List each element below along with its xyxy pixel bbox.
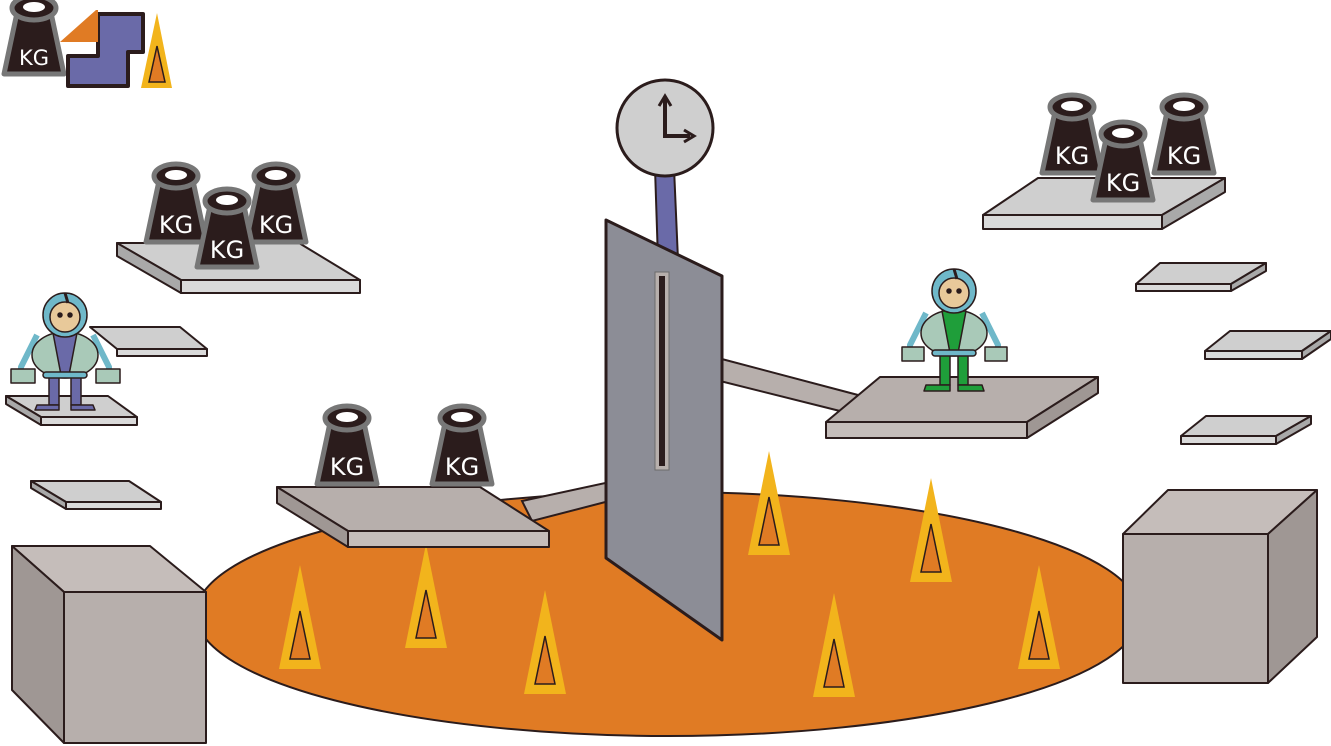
svg-text:KG: KG	[210, 236, 244, 264]
right-crate	[1122, 489, 1318, 684]
weight-kg[interactable]: KG	[1093, 122, 1153, 200]
balance-pan-right	[825, 376, 1099, 439]
weight-kg[interactable]: KG	[146, 164, 206, 242]
legend: KG	[4, 0, 172, 88]
weight-kg[interactable]: KG	[197, 189, 257, 267]
left-crate	[11, 545, 207, 744]
weight-kg[interactable]: KG	[1042, 95, 1102, 173]
svg-text:KG: KG	[1055, 142, 1089, 170]
center-board	[604, 218, 724, 642]
svg-text:KG: KG	[159, 211, 193, 239]
weight-kg[interactable]: KG	[246, 164, 306, 242]
step-platform	[89, 326, 208, 357]
balance-arm-right	[714, 356, 860, 416]
balance-pan-left	[276, 486, 550, 548]
svg-text:KG: KG	[1106, 169, 1140, 197]
weight-kg[interactable]: KG	[432, 406, 492, 484]
svg-text:KG: KG	[330, 453, 364, 481]
svg-text:KG: KG	[259, 211, 293, 239]
svg-text:KG: KG	[445, 453, 479, 481]
svg-text:KG: KG	[1167, 142, 1201, 170]
legend-weight-icon: KG	[4, 0, 64, 74]
clock	[615, 78, 715, 261]
step-platform	[1180, 415, 1312, 445]
step-platform	[1204, 330, 1331, 360]
player-green[interactable]	[901, 268, 1008, 392]
clock-icon	[663, 98, 690, 138]
weight-kg[interactable]: KG	[1154, 95, 1214, 173]
step-platform	[1135, 262, 1267, 292]
svg-text:KG: KG	[19, 46, 49, 70]
weight-kg[interactable]: KG	[317, 406, 377, 484]
legend-spike-icon	[141, 13, 172, 88]
legend-step-icon	[60, 10, 145, 88]
step-platform	[30, 480, 162, 510]
player-purple[interactable]	[10, 292, 121, 411]
